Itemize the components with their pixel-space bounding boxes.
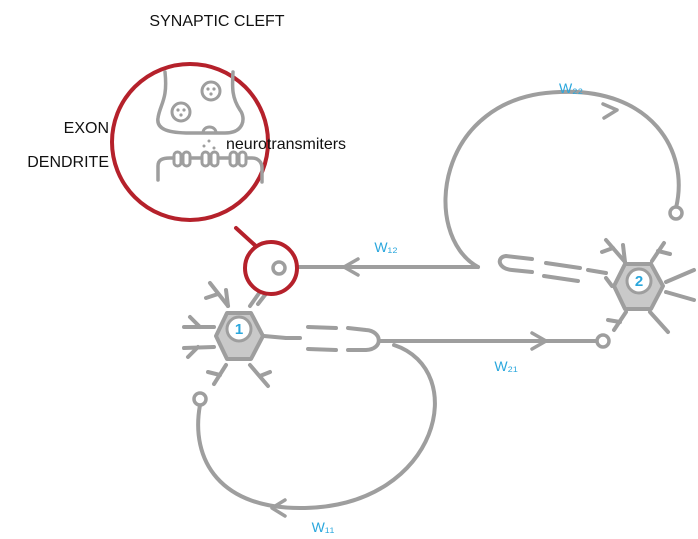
self-loop-w11 [192, 343, 437, 518]
weight-w21-label: W₂₁ [494, 358, 518, 374]
weight-w11-label: W₁₁ [312, 519, 335, 535]
neuron-1: 1 [182, 281, 288, 388]
synapse-magnified [110, 62, 270, 222]
neuron-2: 2 [600, 238, 696, 334]
exon-label: EXON [64, 120, 109, 137]
edge-w21 [284, 325, 611, 352]
self-loop-w22 [443, 89, 684, 269]
neuron-2-label: 2 [635, 273, 643, 290]
synapse-highlight [234, 226, 299, 306]
dendrite-label: DENDRITE [27, 154, 109, 171]
synaptic-cleft-label: SYNAPTIC CLEFT [149, 13, 284, 30]
neuron-1-label: 1 [235, 321, 243, 338]
neurotransmitters-label: neurotransmiters [226, 136, 346, 153]
weight-w22-label: W₂₂ [559, 80, 583, 96]
weight-w12-label: W₁₂ [374, 239, 397, 255]
edge-w12 [285, 254, 608, 283]
